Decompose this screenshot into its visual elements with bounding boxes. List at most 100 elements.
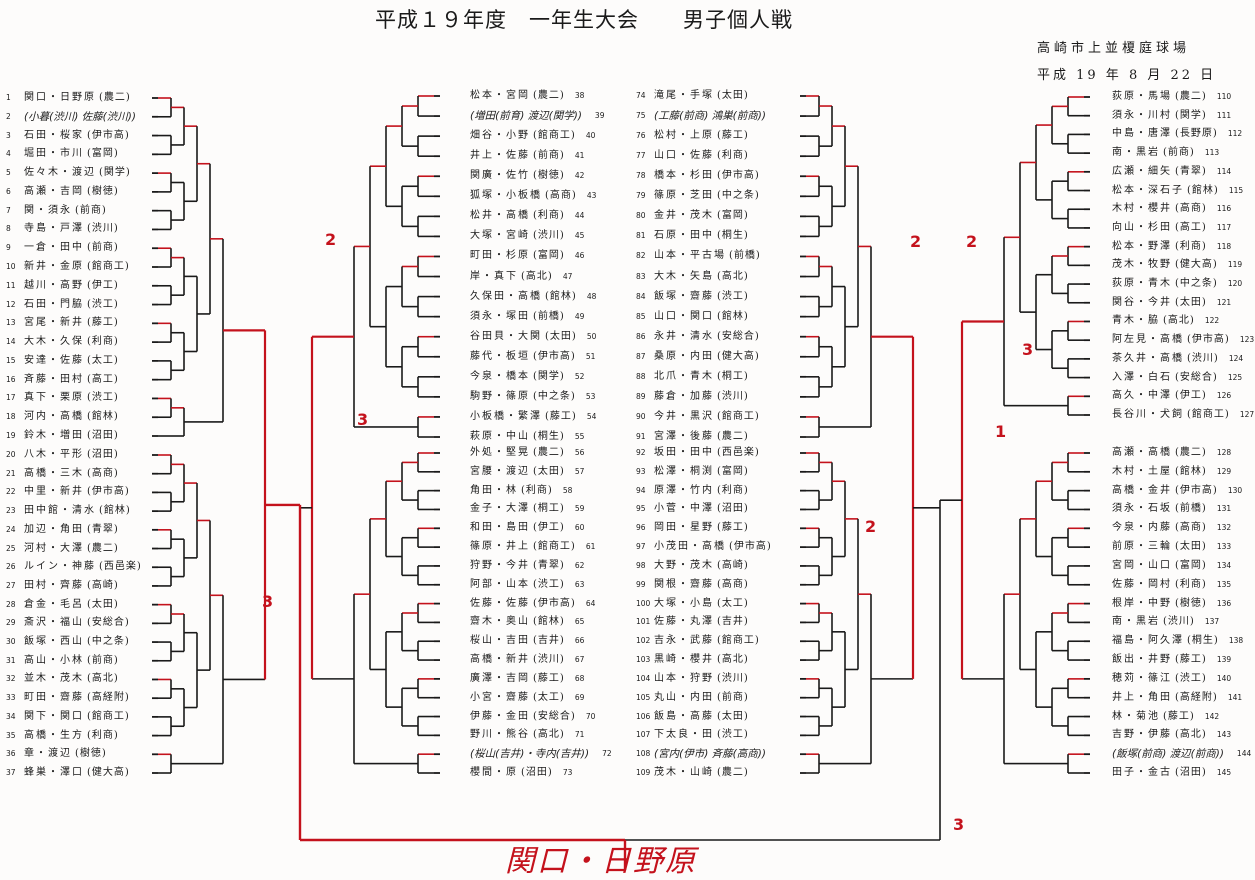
entry-school: (中之条) — [1175, 278, 1218, 290]
entry-school: (渋工) — [717, 290, 749, 302]
entry-name: 滝尾・手塚 — [654, 90, 714, 101]
entry-number: 132 — [1216, 523, 1232, 533]
entry-name: 須永・石坂 — [1112, 503, 1172, 515]
entry-name: 櫻間・原 — [470, 767, 518, 778]
entry-name: 橋本・杉田 — [654, 170, 714, 182]
entry-school: (館商工) — [533, 130, 576, 142]
entry-school: (健大高) — [717, 350, 760, 362]
entry-name: 斉藤・田村 — [24, 373, 84, 385]
entry-number: 1 — [6, 93, 11, 102]
entry-name: 章・渡辺 — [24, 748, 72, 760]
entry-school: (高北) — [717, 270, 749, 282]
entry-name: 宮尾・新井 — [24, 317, 84, 329]
entry-number: 41 — [574, 151, 585, 161]
entry-name: 小宮・齋藤 — [470, 691, 530, 703]
entry-number: 64 — [585, 598, 596, 608]
entry-school: (前橋) — [533, 310, 565, 322]
entry-name: 関根・齋藤 — [654, 578, 714, 590]
entry-school: (館商工) — [533, 541, 576, 553]
entry-name: 野川・熊谷 — [470, 729, 530, 741]
entry-school: (富岡) — [717, 465, 749, 477]
entry-school: (藤工) — [87, 317, 119, 329]
entry-name: 入澤・白石 — [1112, 371, 1172, 383]
score-mark: 3 — [357, 410, 369, 429]
entry-number: 28 — [6, 599, 16, 609]
entry-number: 70 — [585, 711, 596, 721]
entry-school: (太田) — [1175, 541, 1207, 553]
entry-number: 53 — [585, 391, 596, 401]
entry-school: (渋川) — [533, 230, 565, 242]
entry-school: (利商) — [87, 336, 119, 348]
entry-school: (伊市高) — [533, 350, 576, 362]
entry-school: (沼田) — [521, 767, 553, 778]
entry-number: 108 — [636, 749, 651, 759]
entry-school: (前橋) — [1175, 503, 1207, 515]
entry-number: 101 — [636, 617, 651, 627]
venue: 高崎市上並榎庭球場 — [1037, 41, 1191, 56]
entry-number: 31 — [6, 655, 16, 665]
entry-name: 茂木・牧野 — [1112, 259, 1172, 271]
entry-number: 113 — [1204, 148, 1220, 158]
entry-school: (館林) — [99, 505, 131, 517]
entry-name: 岡田・星野 — [654, 522, 714, 534]
entry-school: (館商工) — [717, 635, 760, 647]
entry-number: 142 — [1204, 711, 1220, 721]
score-mark: 3 — [262, 592, 274, 611]
entry-school: (青翠) — [1175, 165, 1207, 177]
entry-name: 駒野・篠原 — [470, 390, 530, 402]
entry-number: 24 — [6, 524, 16, 534]
entry-name: 田子・金古 — [1112, 767, 1172, 778]
entry-number: 98 — [636, 560, 646, 570]
entry-school: (前商) — [75, 204, 107, 216]
entry-name: 阿部・山本 — [470, 578, 530, 590]
entry-name: 石原・田中 — [654, 230, 714, 242]
entry-number: 26 — [6, 562, 16, 572]
entry-name: 山本・狩野 — [654, 672, 714, 684]
entry-name: 向山・杉田 — [1112, 221, 1172, 233]
entry-school: (吉井) — [717, 616, 749, 628]
entry-name: 高橋・生方 — [24, 729, 84, 741]
entry-name: 斎沢・福山 — [24, 617, 84, 629]
entry-number: 116 — [1216, 204, 1232, 214]
entry-name: 加辺・角田 — [24, 523, 84, 535]
entry-name: 大木・久保 — [24, 336, 84, 348]
entry-number: 19 — [6, 431, 16, 440]
entry-number: 32 — [6, 674, 16, 684]
entry-number: 130 — [1227, 485, 1243, 495]
entry-school: (中之条) — [533, 390, 576, 402]
entry-name: 桑原・内田 — [654, 350, 714, 362]
entry-name: 松本・宮岡 — [470, 90, 530, 101]
entry-school: (太田) — [717, 90, 749, 101]
entry-school: (渋工) — [1175, 672, 1207, 684]
entry-school: (高商) — [87, 467, 119, 479]
entry-number: 39 — [594, 111, 605, 121]
entry-school: (藤工) — [1163, 710, 1195, 722]
entry-name: 高山・小林 — [24, 654, 84, 666]
entry-name: 河村・大澤 — [24, 542, 84, 554]
entry-name: 蜂巣・澤口 — [24, 767, 84, 778]
entry-name: 並木・茂木 — [24, 673, 84, 685]
entry-number: 144 — [1236, 749, 1252, 759]
